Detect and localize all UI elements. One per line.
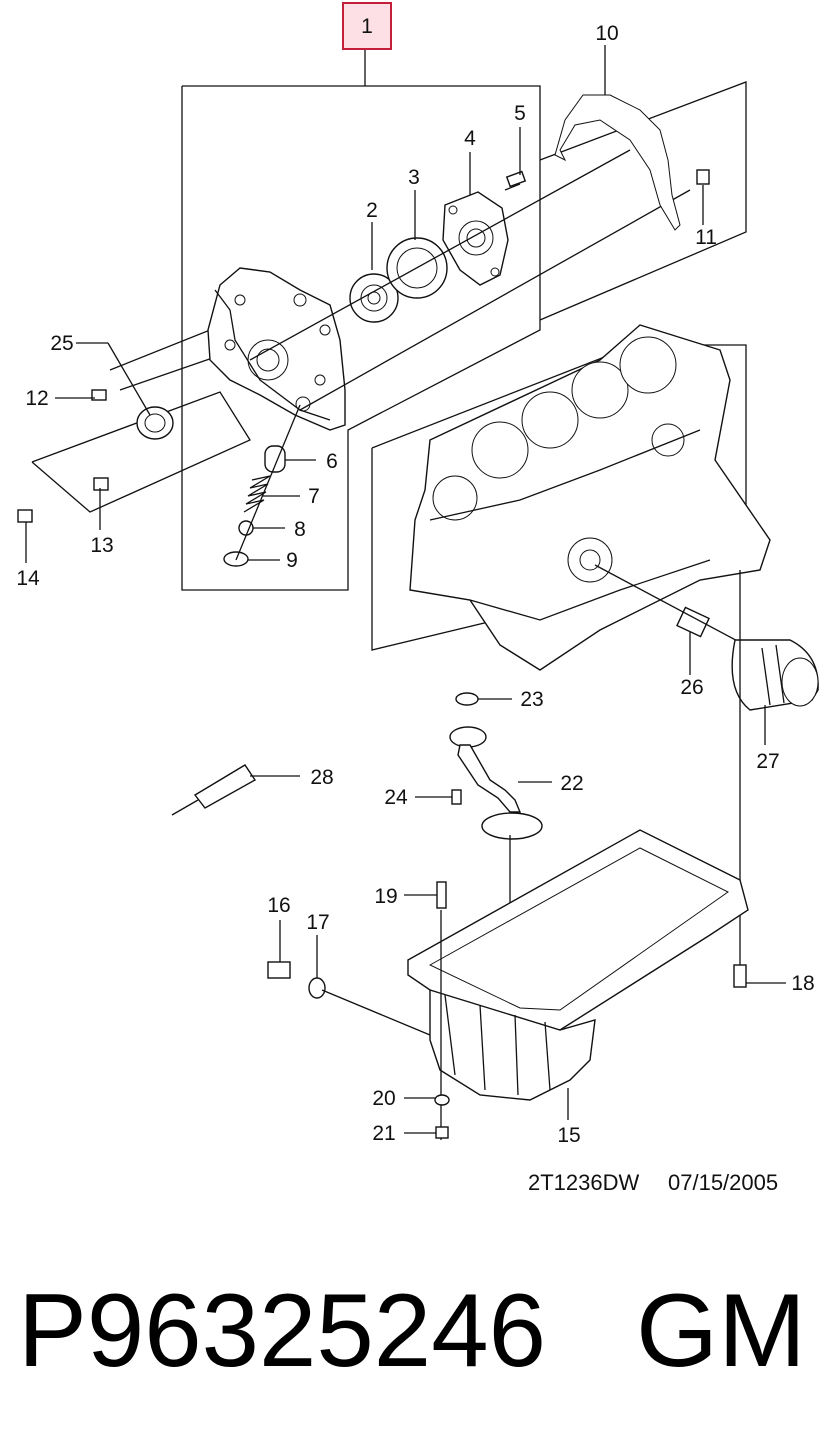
callout-11: 11 [695,226,717,249]
callout-27: 27 [756,750,779,773]
callout-10: 10 [595,22,618,45]
callout-16: 16 [267,894,290,917]
callout-22: 22 [560,772,583,795]
pan-washer [434,1094,450,1106]
dowel-pin [696,169,710,185]
oil-filter-connector [676,606,710,638]
drain-washer [308,977,326,999]
callout-24: 24 [384,786,408,809]
drawing-code: 2T1236DW [528,1170,640,1195]
pan-nut [435,1126,449,1139]
callout-21: 21 [372,1122,395,1145]
callout-6: 6 [326,450,338,473]
drain-plug [267,961,291,979]
timing-cover-gasket [554,94,681,231]
callout-14: 14 [16,567,40,590]
relief-valve-spring [243,475,271,513]
pan-stud [436,881,447,909]
leader-lines [25,45,786,1134]
pump-inner-rotor [349,273,399,323]
oil-pump-group-frame [181,50,541,591]
oil-pickup-tube [449,726,543,840]
pan-bolt [733,964,747,988]
pickup-gasket [455,692,479,706]
callout-4: 4 [464,127,476,150]
callout-7: 7 [308,485,320,508]
callout-19: 19 [374,885,397,908]
callout-2: 2 [366,199,378,222]
callout-17: 17 [306,911,329,934]
callout-18: 18 [791,972,814,995]
callout-26: 26 [680,676,703,699]
pickup-bolt [451,789,462,805]
callout-8: 8 [294,518,306,541]
callout-20: 20 [372,1087,395,1110]
callout-1: 1 [361,15,373,38]
block-group-frame [371,344,747,651]
crank-oil-seal [136,406,174,440]
callout-28: 28 [310,766,333,789]
pump-cover [442,191,509,286]
drawing-date: 07/15/2005 [668,1170,778,1195]
highlight-box-1 [342,2,392,50]
callout-13: 13 [90,534,113,557]
part-number: P96325246 [18,1273,546,1389]
bolt-12 [91,389,107,401]
bolt-13 [93,477,109,491]
callout-23: 23 [520,688,543,711]
callout-12: 12 [25,387,48,410]
oil-filter [731,639,819,711]
callout-15: 15 [557,1124,580,1147]
sealant-tube [171,764,257,816]
callout-9: 9 [286,549,298,572]
brand-name: GM [636,1273,806,1389]
pump-cover-screw [504,170,527,191]
engine-block [409,324,771,671]
callout-25: 25 [50,332,73,355]
oil-pump-housing [207,267,346,431]
callout-5: 5 [514,102,526,125]
callout-3: 3 [408,166,420,189]
bolt-14 [17,509,33,523]
oil-pan [407,829,749,1101]
